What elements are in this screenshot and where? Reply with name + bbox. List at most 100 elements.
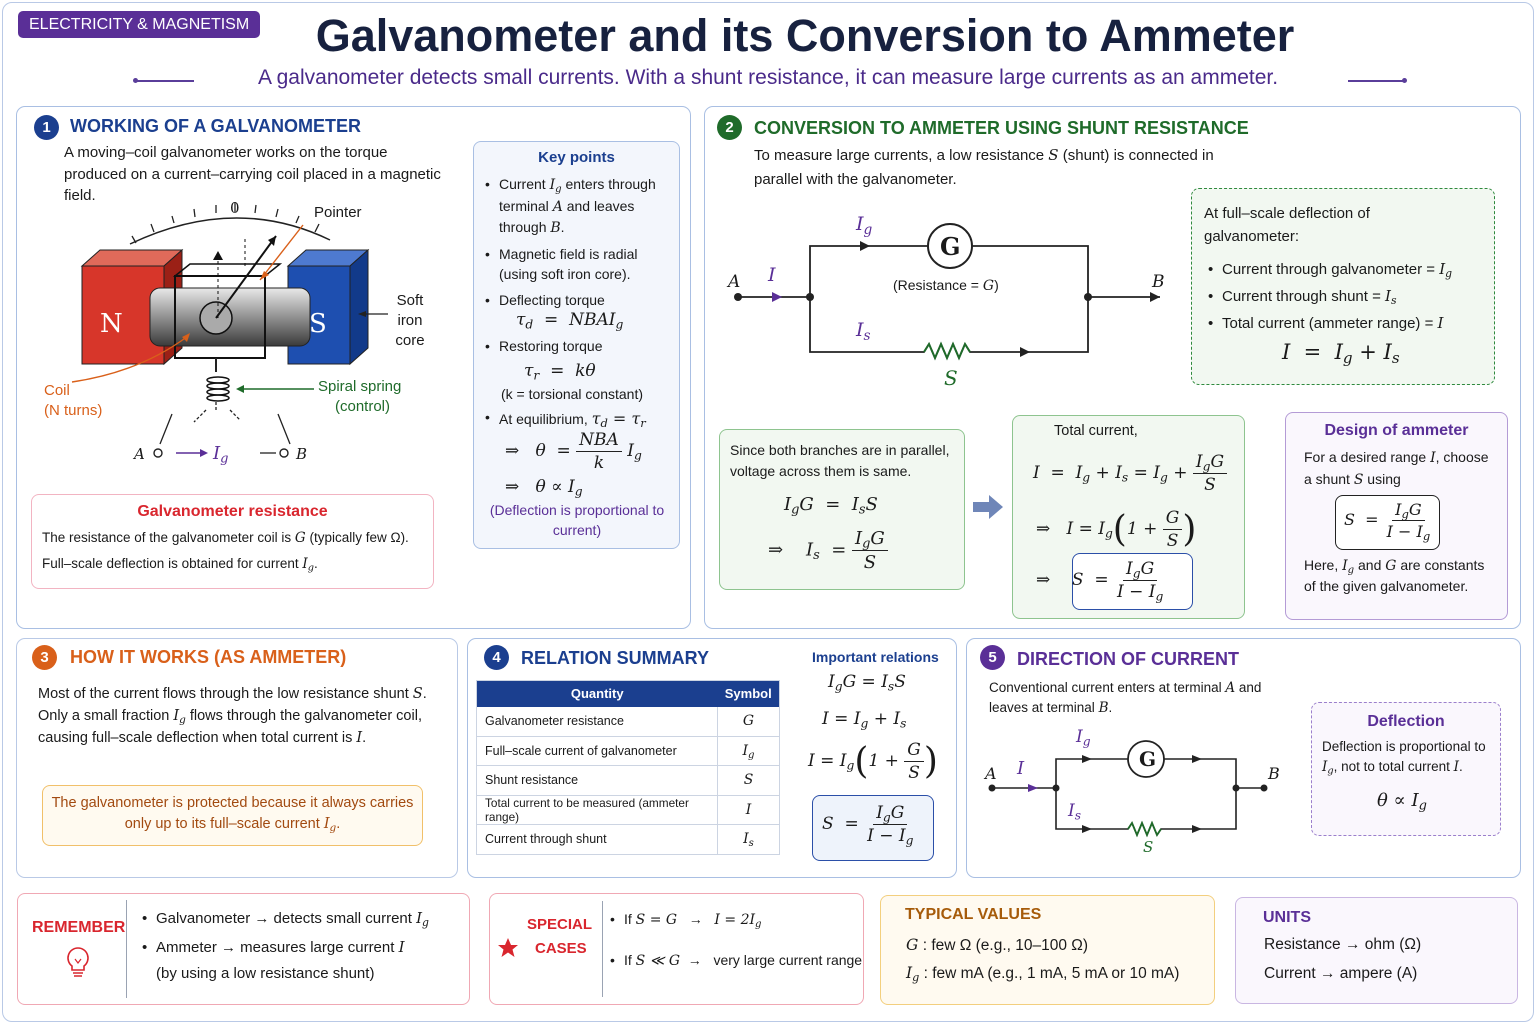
scale-arc <box>129 217 331 245</box>
pointer-needle <box>215 235 277 319</box>
typical-title: TYPICAL VALUES <box>905 906 1042 923</box>
parallel-eq1: IgG = IsS <box>784 494 878 518</box>
design-title: Design of ammeter <box>1324 422 1469 439</box>
terminal-b-label: B <box>296 445 308 463</box>
south-pole-label: S <box>309 309 327 339</box>
full-scale-list: Current through galvanometer = Ig Curren… <box>1208 256 1452 337</box>
special-title-1: SPECIAL <box>527 916 593 933</box>
protection-note: The galvanometer is protected because it… <box>51 795 414 834</box>
subtitle-dot-right <box>1402 78 1407 83</box>
resistance-line2: Full–scale deflection is obtained for cu… <box>42 556 318 574</box>
section-number-5: 5 <box>980 645 1005 670</box>
total-current-eq: I = Ig + Is <box>1282 340 1400 368</box>
lightbulb-icon <box>67 947 89 977</box>
section-title-2: CONVERSION TO AMMETER USING SHUNT RESIST… <box>754 118 1249 138</box>
section-number-1: 1 <box>34 115 59 140</box>
galvanometer-symbol <box>927 223 973 269</box>
deflecting-torque-eq: τd = NBAIg <box>516 310 624 332</box>
design-text1: For a desired range I, choose a shunt S … <box>1304 449 1489 488</box>
section-title-5: DIRECTION OF CURRENT <box>1017 649 1239 669</box>
section-number-2: 2 <box>717 115 742 140</box>
special-title-2: CASES <box>535 940 587 957</box>
direction-current-is: Is <box>1068 801 1081 823</box>
resistance-title: Galvanometer resistance <box>137 503 328 520</box>
deflection-title: Deflection <box>1367 713 1445 730</box>
relation-2: I = Ig + Is <box>822 709 907 731</box>
direction-g-label: G <box>1139 747 1157 771</box>
direction-terminal-b: B <box>1268 764 1280 783</box>
parallel-text: Since both branches are in parallel, vol… <box>730 442 950 479</box>
scale-zero-label: 0 <box>230 199 240 217</box>
how-it-works-text: Most of the current flows through the lo… <box>38 686 427 746</box>
direction-circuit <box>988 740 1268 838</box>
terminal-a-label: A <box>134 445 145 463</box>
table-row: Total current to be measured (ammeter ra… <box>476 795 780 825</box>
units-current: Current → ampere (A) <box>1264 965 1418 982</box>
remember-title: REMEMBER <box>32 919 126 936</box>
units-title: UNITS <box>1263 909 1311 926</box>
shunt-circuit <box>734 223 1160 361</box>
subtitle-dot-left <box>133 78 138 83</box>
page-title: Galvanometer and its Conversion to Ammet… <box>315 10 1295 61</box>
subtitle-line-left <box>136 80 194 82</box>
section-number-3: 3 <box>32 645 57 670</box>
deflection-text: Deflection is proportional to Ig, not to… <box>1322 739 1486 777</box>
full-scale-title: At full–scale deflection of galvanometer… <box>1204 205 1370 245</box>
theta-proportional: ⇒ θ ∝ Ig <box>505 477 583 499</box>
parallel-box <box>719 429 965 590</box>
page-subtitle: A galvanometer detects small currents. W… <box>257 66 1279 89</box>
units-box <box>1235 897 1518 1004</box>
section-intro-1: A moving–coil galvanometer works on the … <box>64 144 441 204</box>
direction-s-label: S <box>1143 838 1154 856</box>
scale-ticks <box>131 202 320 244</box>
arrow-right-icon <box>973 495 1003 519</box>
restoring-label: Restoring torque <box>485 338 603 354</box>
spring-control-label: (control) <box>335 398 391 415</box>
coil-label: Coil <box>44 382 70 399</box>
equilibrium-label: At equilibrium, τd = τr <box>485 409 646 429</box>
design-text2: Here, Ig and G are constants of the give… <box>1304 557 1485 594</box>
shunt-resistor <box>923 341 971 361</box>
typical-g: G : few Ω (e.g., 10–100 Ω) <box>906 936 1089 954</box>
star-icon <box>498 938 518 957</box>
protection-note-box <box>42 785 423 846</box>
typical-values-box <box>880 895 1215 1005</box>
special-divider <box>602 901 603 997</box>
circuit-current-is: Is <box>856 319 871 344</box>
key-points-title: Key points <box>538 149 615 166</box>
soft-iron-label: Soft iron core <box>395 292 425 349</box>
remember-list: Galvanometer → detects small current Ig … <box>142 904 429 986</box>
section-title-3: HOW IT WORKS (AS AMMETER) <box>70 647 347 667</box>
remember-divider <box>126 900 127 998</box>
table-header-symbol: Symbol <box>717 680 780 707</box>
relation-shunt-box <box>812 795 934 861</box>
relations-title: Important relations <box>812 649 939 665</box>
subtitle-line-right <box>1348 80 1404 82</box>
special-case-2: If S ≪ G → very large current range <box>610 952 862 969</box>
shunt-formula-box <box>1072 553 1193 610</box>
galvanometer-diagram <box>71 202 388 458</box>
design-formula-box <box>1335 495 1440 550</box>
deflection-eq: θ ∝ Ig <box>1377 790 1427 814</box>
key-points-list: Current Ig enters through terminal A and… <box>485 174 677 310</box>
circuit-current-ig: Ig <box>856 213 873 238</box>
units-resistance: Resistance → ohm (Ω) <box>1264 936 1422 953</box>
deflection-note: (Deflection is proportional to current) <box>489 502 665 538</box>
circuit-s-label: S <box>944 366 958 390</box>
circuit-g-label: G <box>940 232 961 261</box>
north-pole-label: N <box>100 309 123 339</box>
circuit-resistance-note: (Resistance = G) <box>893 277 999 294</box>
section-title-1: WORKING OF A GALVANOMETER <box>70 116 361 136</box>
